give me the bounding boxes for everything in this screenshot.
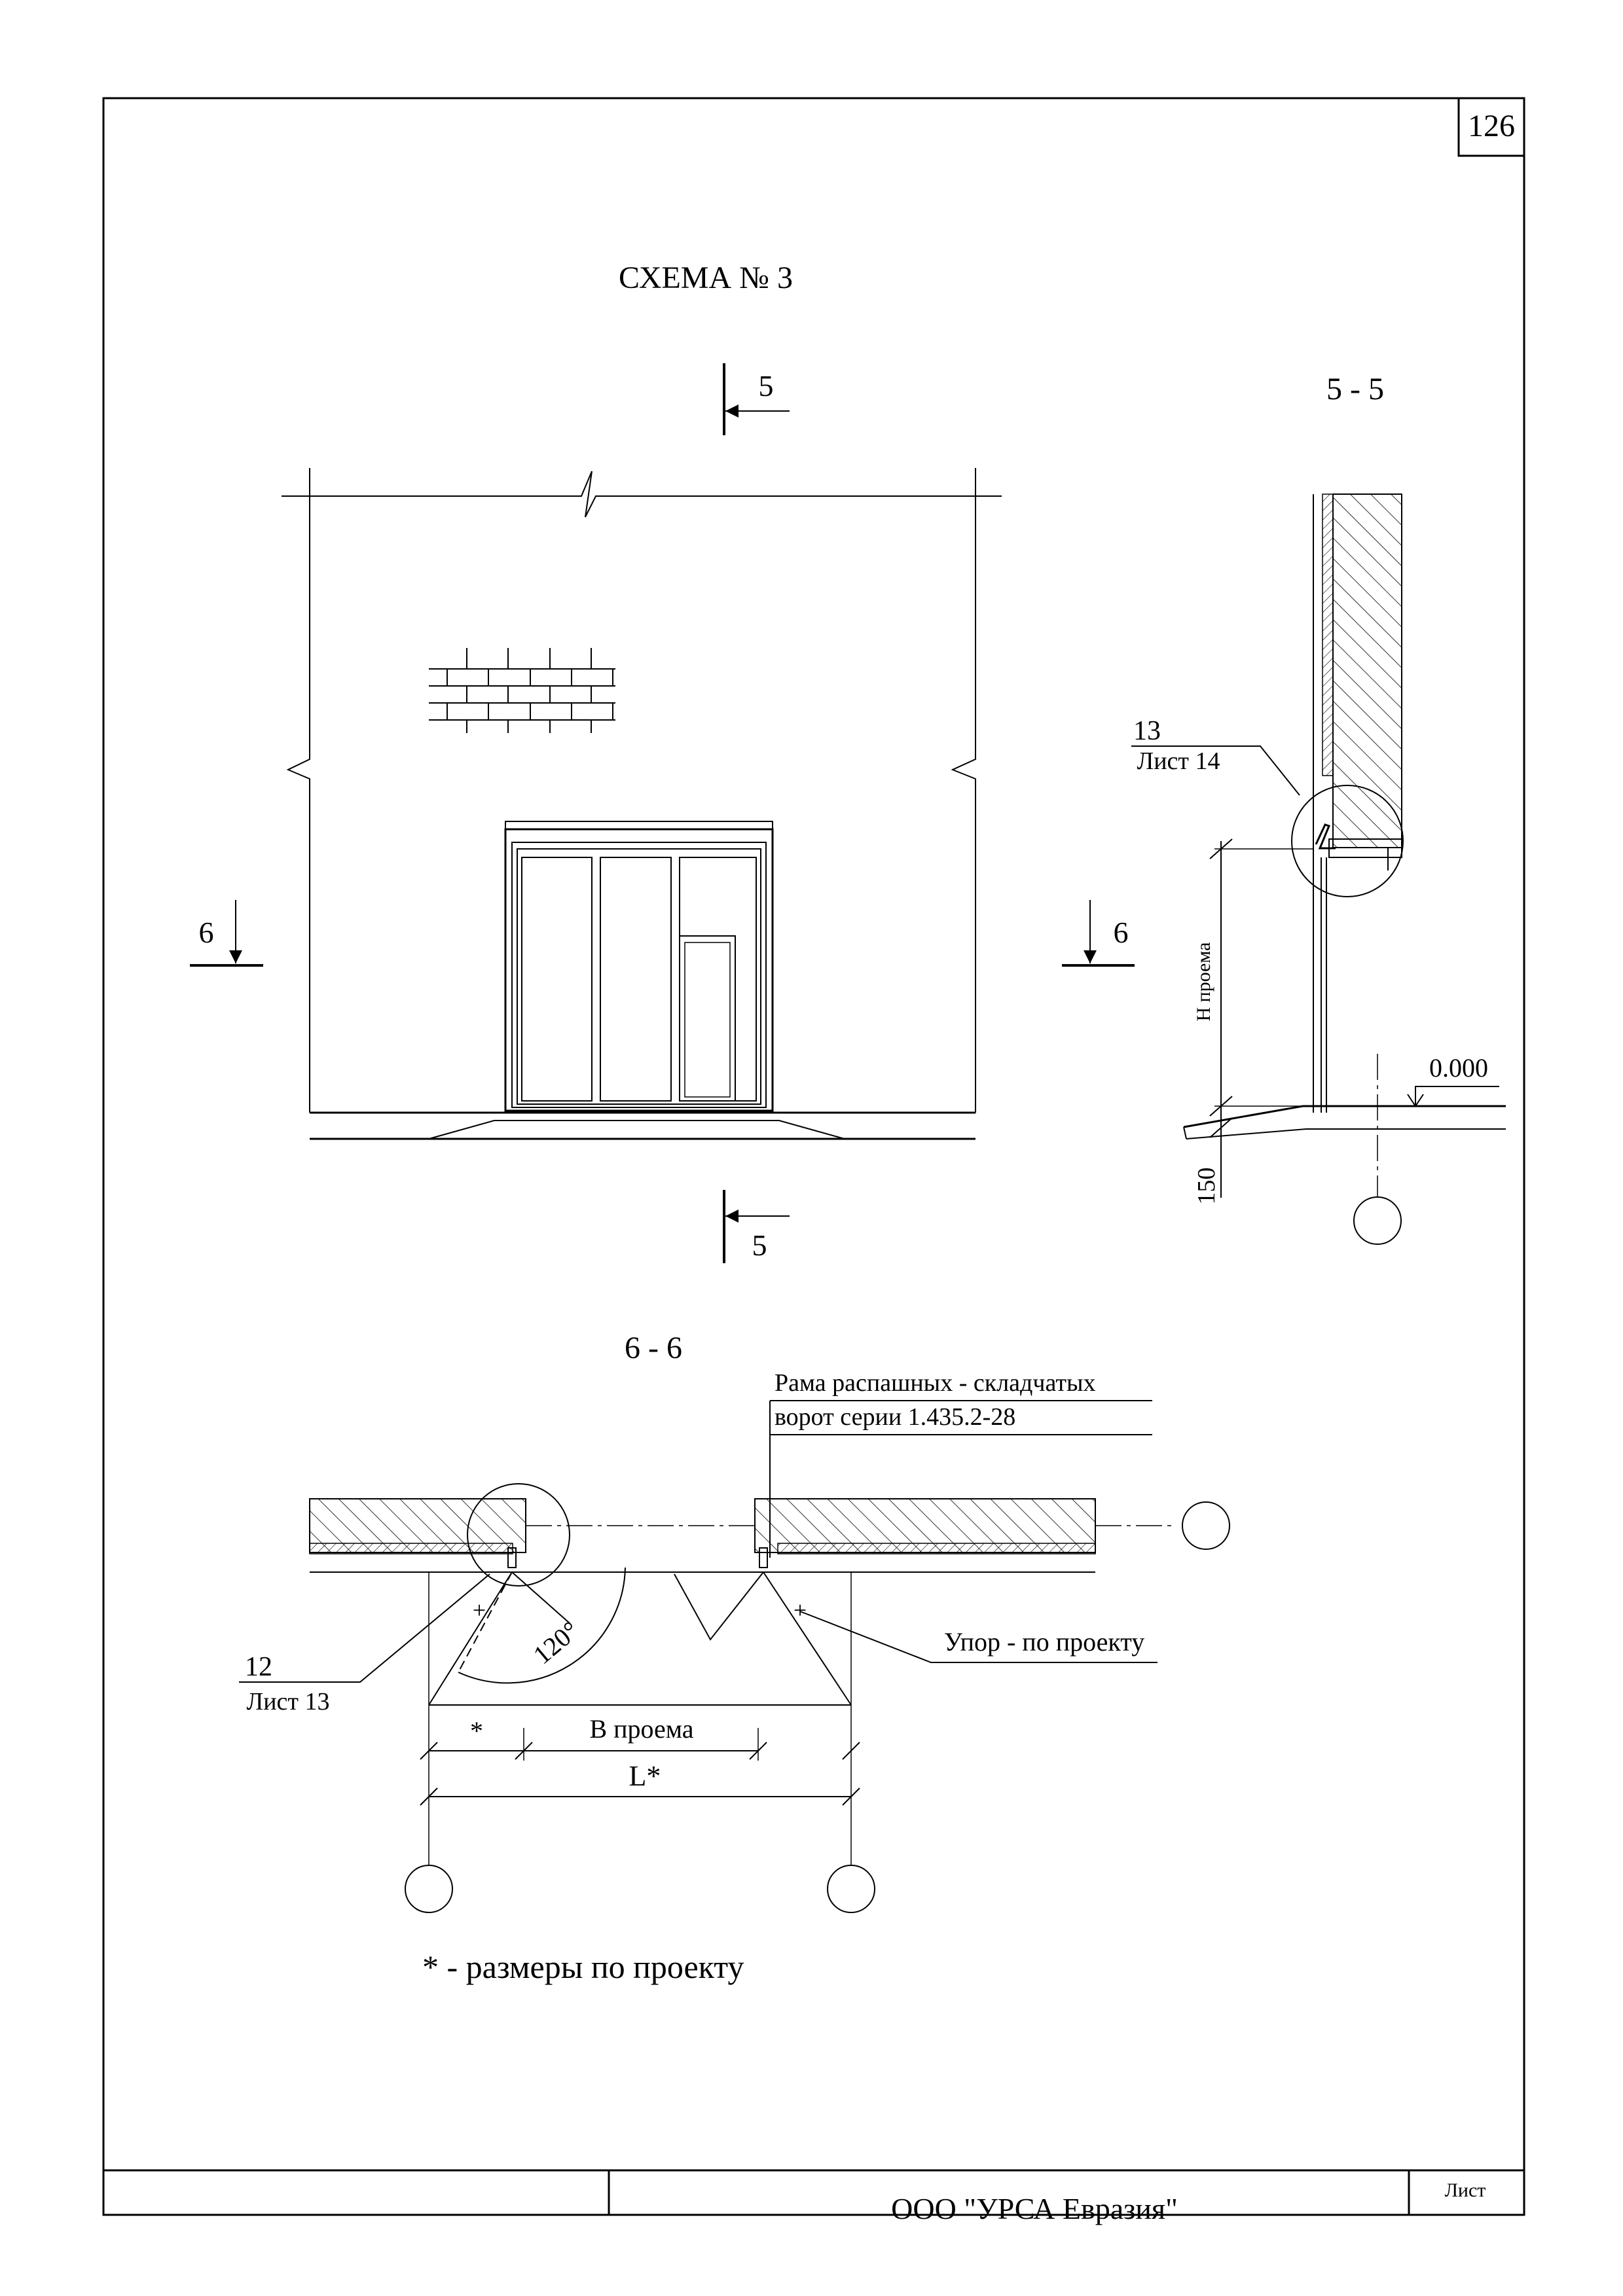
- stop-mark-right: +: [793, 1597, 807, 1623]
- section-6-6: 6 - 6 Рама распашных - складчатых ворот …: [239, 1331, 1230, 1913]
- section-6-6-title: 6 - 6: [625, 1331, 682, 1365]
- callout-13-number: 13: [1133, 716, 1161, 746]
- wicket-door: [679, 935, 736, 1102]
- wall-right-edge: [951, 468, 976, 1113]
- axis-bubble: [1353, 1196, 1402, 1245]
- callout-13-sheet: Лист 14: [1137, 747, 1220, 775]
- callout-12-number: 12: [245, 1652, 272, 1682]
- dim-opening-width: В проема: [589, 1714, 693, 1744]
- ramp: [428, 1120, 845, 1139]
- top-break-line: [282, 471, 1002, 518]
- gate-leaf-2: [600, 857, 672, 1102]
- company-name: ООО "УРСА Евразия": [891, 2192, 1178, 2225]
- gate-leaf-3: [679, 857, 757, 1102]
- swing-arc: [458, 1567, 626, 1684]
- page-number: 126: [1468, 109, 1515, 143]
- footnote: * - размеры по проекту: [422, 1948, 744, 1985]
- detail-circle-12: [467, 1483, 570, 1587]
- stop-note: Упор - по проекту: [944, 1627, 1144, 1657]
- stop-note-leader: [799, 1611, 1158, 1663]
- section-mark-6-right: 6: [1062, 900, 1135, 967]
- frame-note-line1: Рама распашных - складчатых: [775, 1369, 1096, 1397]
- section-5-top-label: 5: [759, 369, 774, 403]
- section-6-right-label: 6: [1114, 916, 1129, 949]
- axis-bubble-mid: [827, 1865, 875, 1913]
- scheme-title: СХЕМА № 3: [619, 260, 793, 295]
- level-mark: [1415, 1086, 1499, 1106]
- gate-leaf-1: [521, 857, 593, 1102]
- dim-star: *: [470, 1716, 483, 1746]
- dim-150: 150: [1193, 1168, 1220, 1205]
- insulation-layer: [1322, 493, 1334, 776]
- leaf-left-frame: [428, 1571, 513, 1706]
- dim-L: L*: [629, 1760, 661, 1792]
- gate-elevation: [504, 821, 774, 1112]
- detail-circle-13: [1291, 785, 1404, 897]
- section-mark-5-bottom: 5: [723, 1190, 790, 1263]
- floor-top: [1183, 1105, 1506, 1128]
- elevation-view: 5 5 6 6: [190, 363, 1135, 1263]
- brick-pattern: [429, 648, 615, 733]
- folded-leaves: [674, 1571, 764, 1641]
- sheet-frame: 126 ООО "УРСА Евразия" Лист: [102, 97, 1525, 2225]
- sheet-label: Лист: [1445, 2179, 1486, 2201]
- axis-bubble-left: [405, 1865, 453, 1913]
- section-5-5: 5 - 5 13 Лист 14 Н проема 150 0.000: [1131, 372, 1506, 1245]
- section-6-left-label: 6: [199, 916, 214, 949]
- callout-12-sheet: Лист 13: [246, 1688, 329, 1715]
- wall-section: [1332, 493, 1402, 848]
- leaf-left-swing: [458, 1571, 513, 1673]
- level-mark-label: 0.000: [1429, 1053, 1488, 1083]
- page-number-box: [1457, 97, 1525, 157]
- stop-mark-left: +: [473, 1597, 486, 1623]
- section-mark-5-top: 5: [723, 363, 790, 435]
- axis-bubble-right: [1182, 1501, 1230, 1550]
- callout-leader-12: [239, 1573, 490, 1683]
- flashing: [1315, 823, 1336, 850]
- section-5-5-title: 5 - 5: [1326, 372, 1384, 406]
- leaf-right-frame: [763, 1571, 852, 1706]
- section-mark-6-left: 6: [190, 900, 263, 967]
- floor-bottom: [1186, 1128, 1506, 1139]
- section-5-bottom-label: 5: [752, 1229, 767, 1262]
- frame-note-line2: ворот серии 1.435.2-28: [775, 1403, 1015, 1431]
- callout-leader-13: [1131, 745, 1300, 796]
- opening-height-label: Н проема: [1193, 942, 1214, 1022]
- wall-left-edge: [286, 468, 310, 1113]
